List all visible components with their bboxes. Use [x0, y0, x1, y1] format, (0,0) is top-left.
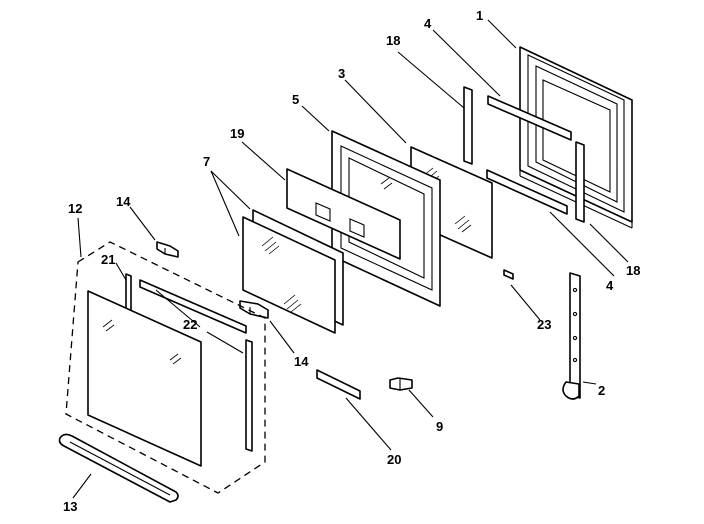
part-14-upper-bracket	[156, 241, 179, 258]
part-18-left-bar	[463, 86, 473, 165]
callout-18-right: 18	[626, 263, 640, 278]
callout-1: 1	[476, 8, 483, 23]
leader-lines	[72, 19, 629, 499]
callout-4-lower: 4	[606, 278, 614, 293]
part-13-door-handle	[58, 433, 179, 503]
callout-21: 21	[101, 252, 115, 267]
callout-7: 7	[203, 154, 210, 169]
part-4-upper-strip	[487, 95, 572, 141]
callout-labels: 1 2 3 4 4 5 7 9 12 13 14 14 18 18 19 20 …	[63, 8, 640, 514]
callout-9: 9	[436, 419, 443, 434]
callout-22: 22	[183, 317, 197, 332]
callout-12: 12	[68, 201, 82, 216]
callout-4-upper: 4	[424, 16, 432, 31]
callout-18-left: 18	[386, 33, 400, 48]
part-right-trim-strip	[245, 339, 253, 452]
callout-3: 3	[338, 66, 345, 81]
callout-20: 20	[387, 452, 401, 467]
callout-14-upper: 14	[116, 194, 131, 209]
part-7-glass-pack	[242, 209, 344, 334]
callout-13: 13	[63, 499, 77, 514]
part-outer-glass-panel	[87, 290, 202, 467]
callout-14-lower: 14	[294, 354, 309, 369]
part-18-right-bar	[575, 141, 585, 223]
part-20-strip	[316, 369, 361, 400]
part-19-heat-shield	[286, 168, 401, 260]
part-4-lower-strip	[486, 169, 568, 215]
part-14-lower-bracket	[239, 300, 269, 319]
part-22-top-trim	[139, 279, 247, 334]
part-9-clip	[389, 377, 413, 391]
part-1-door-frame	[519, 46, 633, 229]
callout-2: 2	[598, 383, 605, 398]
callout-19: 19	[230, 126, 244, 141]
callout-5: 5	[292, 92, 299, 107]
part-23-screw	[503, 269, 514, 280]
part-2-hinge	[562, 272, 581, 400]
part-12-outer-door-assembly	[65, 241, 266, 494]
callout-23: 23	[537, 317, 551, 332]
